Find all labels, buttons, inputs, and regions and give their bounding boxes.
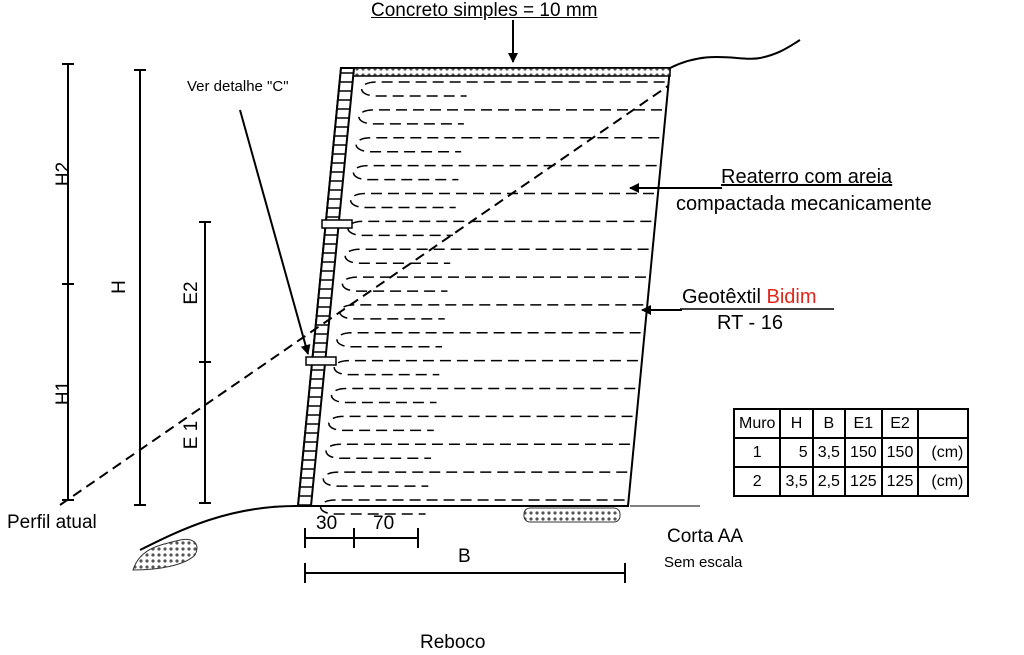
dim-b-label: B xyxy=(458,546,471,567)
table-cell: 2 xyxy=(732,466,782,497)
table-cell: (cm) xyxy=(917,466,970,497)
ground-line xyxy=(139,504,301,551)
facing-connector-upper xyxy=(321,219,353,229)
dim-h-label: H xyxy=(109,280,130,294)
geotextile-layer xyxy=(347,220,652,237)
dim-h1-label: H1 xyxy=(53,380,74,406)
geotextile-layer xyxy=(336,332,641,348)
geotextile-layer xyxy=(344,248,649,264)
wall-outline xyxy=(296,67,672,507)
geotextile-layer xyxy=(360,81,665,97)
failure-plane-line xyxy=(59,85,669,506)
table-cell: 150 xyxy=(843,437,883,468)
geotextile-label: Geotêxtil Bidim xyxy=(682,286,817,309)
table-header-cell: E1 xyxy=(843,408,883,439)
table-cell: (cm) xyxy=(917,437,970,468)
scale-note: Sem escala xyxy=(664,554,743,571)
terrain-line-top xyxy=(669,39,801,69)
dimension-lines xyxy=(62,63,626,583)
table-cell: 3,5 xyxy=(811,437,846,468)
geotextile-layer xyxy=(333,359,638,376)
existing-profile-label: Perfil atual xyxy=(7,512,97,533)
soil-patch-left xyxy=(132,538,198,571)
soil-patch-right xyxy=(523,507,621,523)
table-cell: 1 xyxy=(732,437,782,468)
dim-30-label: 30 xyxy=(316,513,338,534)
geotextile-layer xyxy=(352,164,657,181)
dim-e1-label: E 1 xyxy=(181,420,202,450)
table-header-cell: B xyxy=(811,408,846,439)
dim-h2-label: H2 xyxy=(53,161,74,187)
table-cell: 5 xyxy=(779,437,814,468)
table-cell: 3,5 xyxy=(779,466,814,497)
geotextile-layer xyxy=(349,192,654,209)
facing-connector-lower xyxy=(305,356,337,366)
geotextile-model-label: RT - 16 xyxy=(717,312,783,334)
geotextile-layer xyxy=(338,304,644,320)
detail-reference-label: Ver detalhe "C" xyxy=(187,78,289,95)
geotextile-prefix: Geotêxtil xyxy=(682,286,767,308)
backfill-label-line1: Reaterro com areia xyxy=(721,166,893,188)
concrete-cap xyxy=(340,67,671,77)
table-header-cell: E2 xyxy=(880,408,920,439)
table-header-cell: H xyxy=(779,408,814,439)
table-cell: 125 xyxy=(880,466,920,497)
wall-facing xyxy=(296,67,356,507)
geotextile-brand: Bidim xyxy=(766,286,817,308)
geotextile-layer xyxy=(322,471,628,487)
section-title: Corta AA xyxy=(667,526,744,547)
table-cell: 150 xyxy=(880,437,920,468)
geotextile-layer xyxy=(330,387,636,404)
reboco-label: Reboco xyxy=(420,632,486,653)
table-row: 2 3,5 2,5 125 125 (cm) xyxy=(732,466,970,497)
table-cell: 2,5 xyxy=(811,466,846,497)
table-header-row: Muro H B E1 E2 xyxy=(732,408,970,439)
table-cell: 125 xyxy=(843,466,883,497)
dim-e2-label: E2 xyxy=(181,281,202,305)
leader-arrows xyxy=(239,20,722,355)
backfill-label-line2: compactada mecanicamente xyxy=(676,193,932,215)
table-row: 1 5 3,5 150 150 (cm) xyxy=(732,437,970,468)
geotextile-layer xyxy=(358,109,662,125)
geotextile-layer xyxy=(325,443,630,460)
table-header-cell xyxy=(917,408,970,439)
geotextile-layer xyxy=(319,499,625,515)
geotextile-layer xyxy=(341,276,646,292)
geotextile-layer xyxy=(328,415,633,432)
table-header-cell: Muro xyxy=(732,408,782,439)
geotextile-layer xyxy=(355,136,660,153)
concrete-cap-label: Concreto simples = 10 mm xyxy=(371,0,598,21)
wall-spec-table: Muro H B E1 E2 1 5 3,5 150 150 (cm) 2 3,… xyxy=(732,408,970,497)
dim-70-label: 70 xyxy=(373,513,395,534)
geotextile-layers xyxy=(319,81,665,515)
